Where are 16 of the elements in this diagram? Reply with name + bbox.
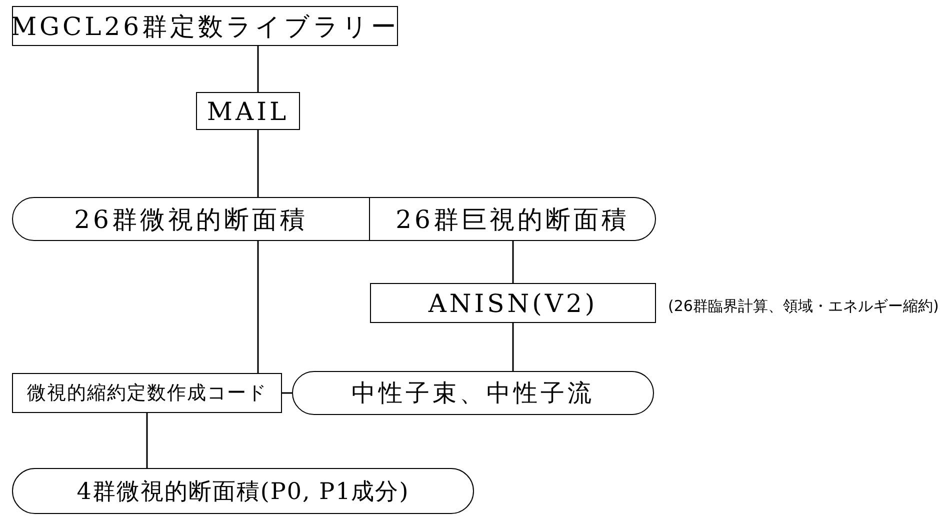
data-box: 4群微視的断面積(P0, P1成分) [12,468,474,514]
process-box: MGCL26群定数ライブラリー [12,6,398,46]
connector-line [146,413,148,468]
process-box: ANISN(V2) [370,283,656,323]
data-box: 26群微視的断面積 [12,197,370,241]
connector-line [257,241,259,373]
process-box: MAIL [196,92,300,130]
connector-line [512,323,514,371]
connector-line [257,46,259,92]
connector-line [257,130,259,197]
process-box: 微視的縮約定数作成コード [12,373,282,413]
connector-line [512,241,514,283]
data-box: 中性子束、中性子流 [292,371,654,415]
annotation-text: (26群臨界計算、領域・エネルギー縮約) [668,297,939,316]
data-box: 26群巨視的断面積 [370,197,656,241]
connector-line [282,392,292,394]
